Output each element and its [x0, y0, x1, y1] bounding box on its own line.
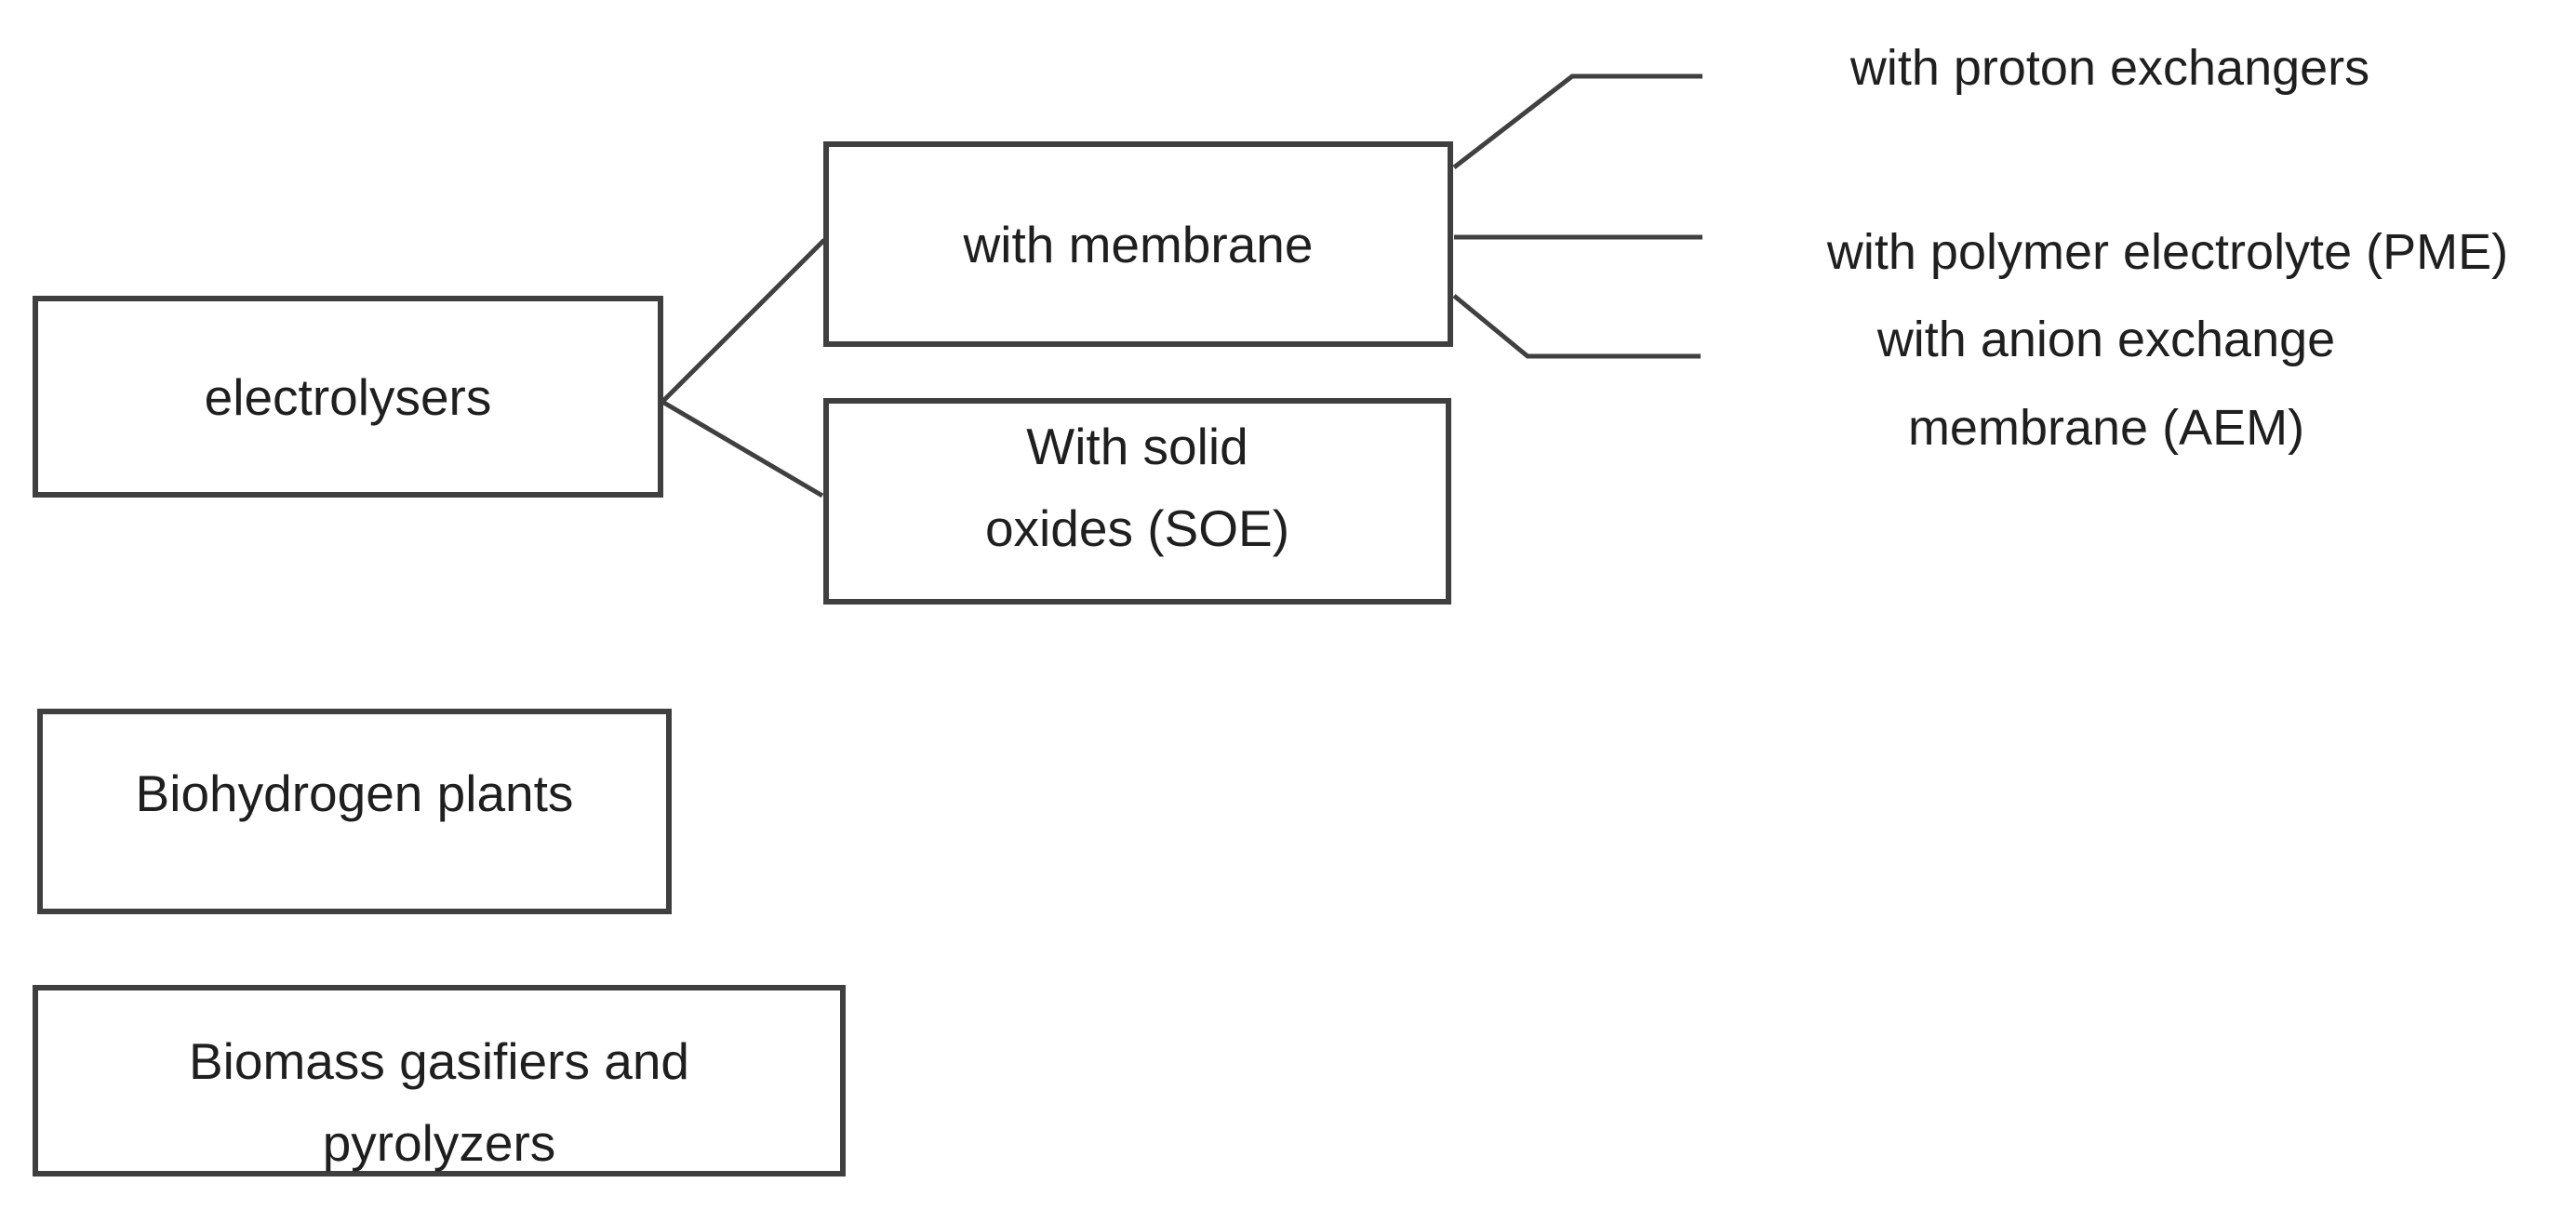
biohydrogen-plants-label: Biohydrogen plants [135, 764, 574, 822]
with-membrane-to-anion-exchange-connector [1452, 294, 1701, 359]
biomass-gasifiers-node: Biomass gasifiers and pyrolyzers [33, 985, 846, 1176]
solid-oxides-label: With solid oxides (SOE) [984, 418, 1290, 557]
biomass-gasifiers-label: Biomass gasifiers and pyrolyzers [188, 1032, 690, 1172]
electrolysers-to-solid-oxides-connector [661, 399, 824, 499]
proton-exchangers-label: with proton exchangers [1849, 40, 2370, 96]
anion-exchange-membrane-label: with anion exchange membrane (AEM) [1876, 312, 2336, 457]
with-membrane-to-proton-exchangers-connector [1452, 73, 1702, 169]
polymer-electrolyte-label: with polymer electrolyte (PME) [1826, 224, 2509, 280]
electrolysers-to-with-membrane-connector [661, 238, 826, 404]
biohydrogen-plants-node: Biohydrogen plants [37, 709, 672, 914]
with-membrane-node: with membrane [823, 141, 1453, 347]
electrolysers-node: electrolysers [33, 296, 663, 498]
with-membrane-label: with membrane [963, 215, 1314, 273]
solid-oxides-node: With solid oxides (SOE) [823, 398, 1451, 605]
electrolysers-label: electrolysers [204, 367, 492, 426]
